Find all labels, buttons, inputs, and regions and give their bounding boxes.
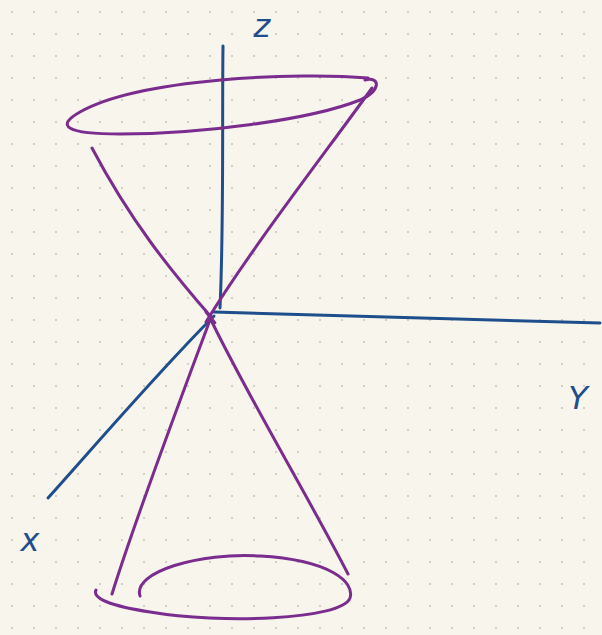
z-axis — [220, 46, 223, 308]
axis-label: x — [21, 524, 40, 556]
top-ellipse — [67, 76, 376, 134]
axis-label: Y — [568, 382, 588, 414]
x-axis — [48, 316, 214, 498]
cone-lower-left — [112, 320, 210, 594]
bottom-ellipse — [95, 555, 350, 618]
cone-upper-right — [206, 88, 372, 322]
axis-label: z — [254, 10, 271, 42]
cone-upper-left — [92, 148, 212, 318]
y-axis — [214, 312, 600, 323]
cone-lower-right — [212, 322, 348, 574]
